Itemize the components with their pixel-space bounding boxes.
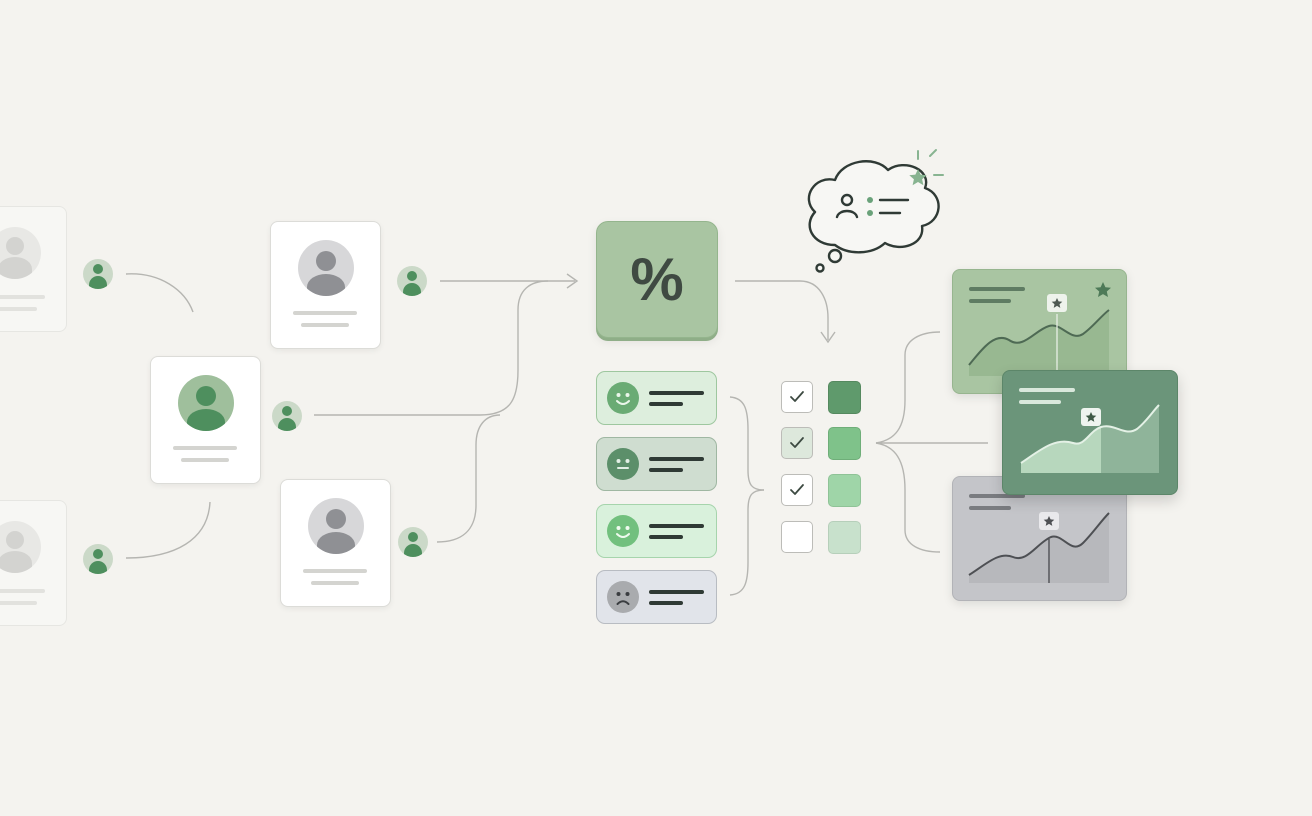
profile-card [280,479,391,607]
text-placeholder [969,287,1025,291]
neutral-face-icon [607,448,639,480]
checkmark-icon [790,437,804,448]
text-placeholder [649,535,683,539]
avatar [0,521,41,573]
text-placeholder [173,446,237,450]
happy-face-icon [607,515,639,547]
text-placeholder [303,569,367,573]
profile-card-highlighted [150,356,261,484]
profile-card-faded-top [0,206,67,332]
sentiment-card-happy [596,371,717,425]
text-placeholder [181,458,229,462]
text-placeholder [969,299,1011,303]
text-placeholder [311,581,359,585]
sad-face-icon [607,581,639,613]
text-placeholder [649,601,683,605]
user-dot-icon [83,544,113,574]
text-placeholder [1019,388,1075,392]
swatch-pale-green [828,521,861,554]
sentiment-card-neutral [596,437,717,491]
star-icon [1043,516,1055,526]
star-icon [909,149,944,186]
report-panel-featured [1002,370,1178,495]
line-chart-icon [968,282,1111,376]
swatch-dark-green [828,381,861,414]
text-placeholder [649,524,704,528]
percent-icon: % [596,221,718,338]
text-placeholder [649,402,683,406]
swatch-green [828,427,861,460]
sentiment-card-happy [596,504,717,558]
text-placeholder [0,307,37,311]
text-placeholder [0,601,37,605]
avatar [307,498,364,554]
profile-card-faded-bottom [0,500,67,626]
text-placeholder [649,457,704,461]
user-dot-icon [272,401,302,431]
text-placeholder [0,295,45,299]
text-placeholder [969,506,1011,510]
user-dot-icon [83,259,113,289]
text-placeholder [649,590,704,594]
text-placeholder [649,391,704,395]
star-icon [1051,298,1063,308]
profile-card [270,221,381,349]
checkmark-icon [790,484,804,495]
avatar [177,375,234,431]
avatar [0,227,41,279]
percent-symbol: % [630,246,684,313]
checkbox-checked[interactable] [781,474,813,506]
text-placeholder [969,494,1025,498]
checkbox-unchecked[interactable] [781,521,813,553]
avatar [297,240,354,296]
checkbox-checked[interactable] [781,427,813,459]
checkmark-icon [790,391,804,402]
user-dot-icon [398,527,428,557]
line-chart-icon [968,512,1110,583]
star-icon [1085,412,1097,422]
text-placeholder [293,311,357,315]
line-chart-icon [1020,404,1160,473]
text-placeholder [1019,400,1061,404]
report-panel-bottom [952,476,1127,601]
swatch-light-green [828,474,861,507]
happy-face-icon [607,382,639,414]
text-placeholder [301,323,349,327]
text-placeholder [649,468,683,472]
user-dot-icon [397,266,427,296]
sentiment-card-sad [596,570,717,624]
star-icon [1095,282,1111,297]
text-placeholder [0,589,45,593]
checkbox-checked[interactable] [781,381,813,413]
